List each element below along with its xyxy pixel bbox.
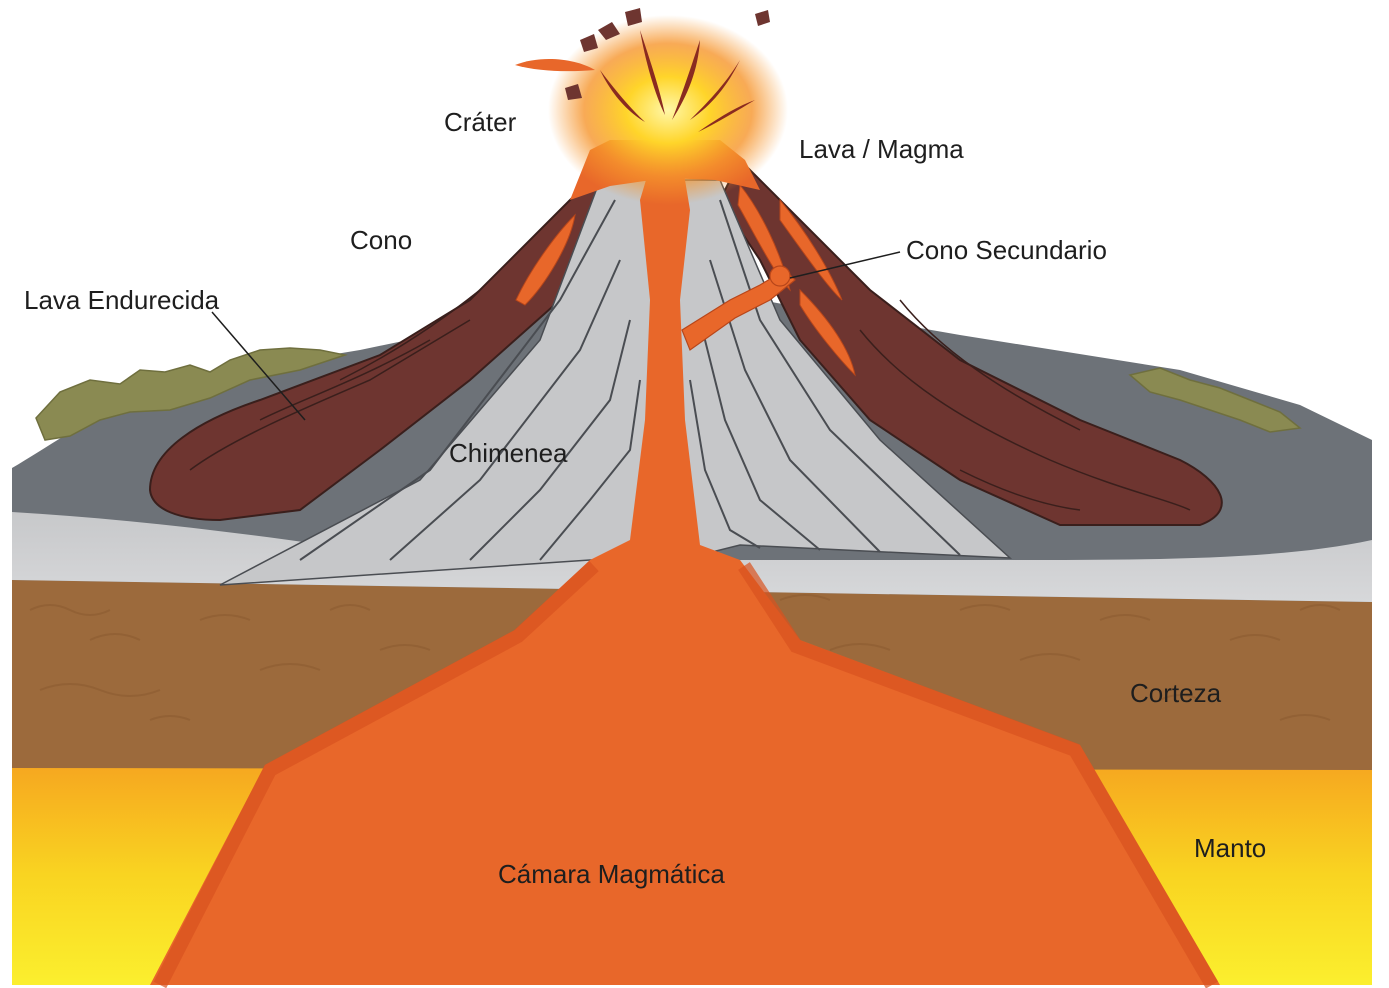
- label-corteza: Corteza: [1130, 680, 1221, 706]
- label-crater: Cráter: [444, 109, 516, 135]
- label-chimenea: Chimenea: [449, 440, 568, 466]
- label-camara-magmatica: Cámara Magmática: [498, 861, 725, 887]
- label-lava-magma: Lava / Magma: [799, 136, 964, 162]
- label-cono: Cono: [350, 227, 412, 253]
- label-manto: Manto: [1194, 835, 1266, 861]
- label-lava-endurecida: Lava Endurecida: [24, 287, 219, 313]
- secondary-vent-blob: [770, 266, 790, 286]
- label-cono-secundario: Cono Secundario: [906, 237, 1107, 263]
- lava-bomb: [755, 10, 770, 26]
